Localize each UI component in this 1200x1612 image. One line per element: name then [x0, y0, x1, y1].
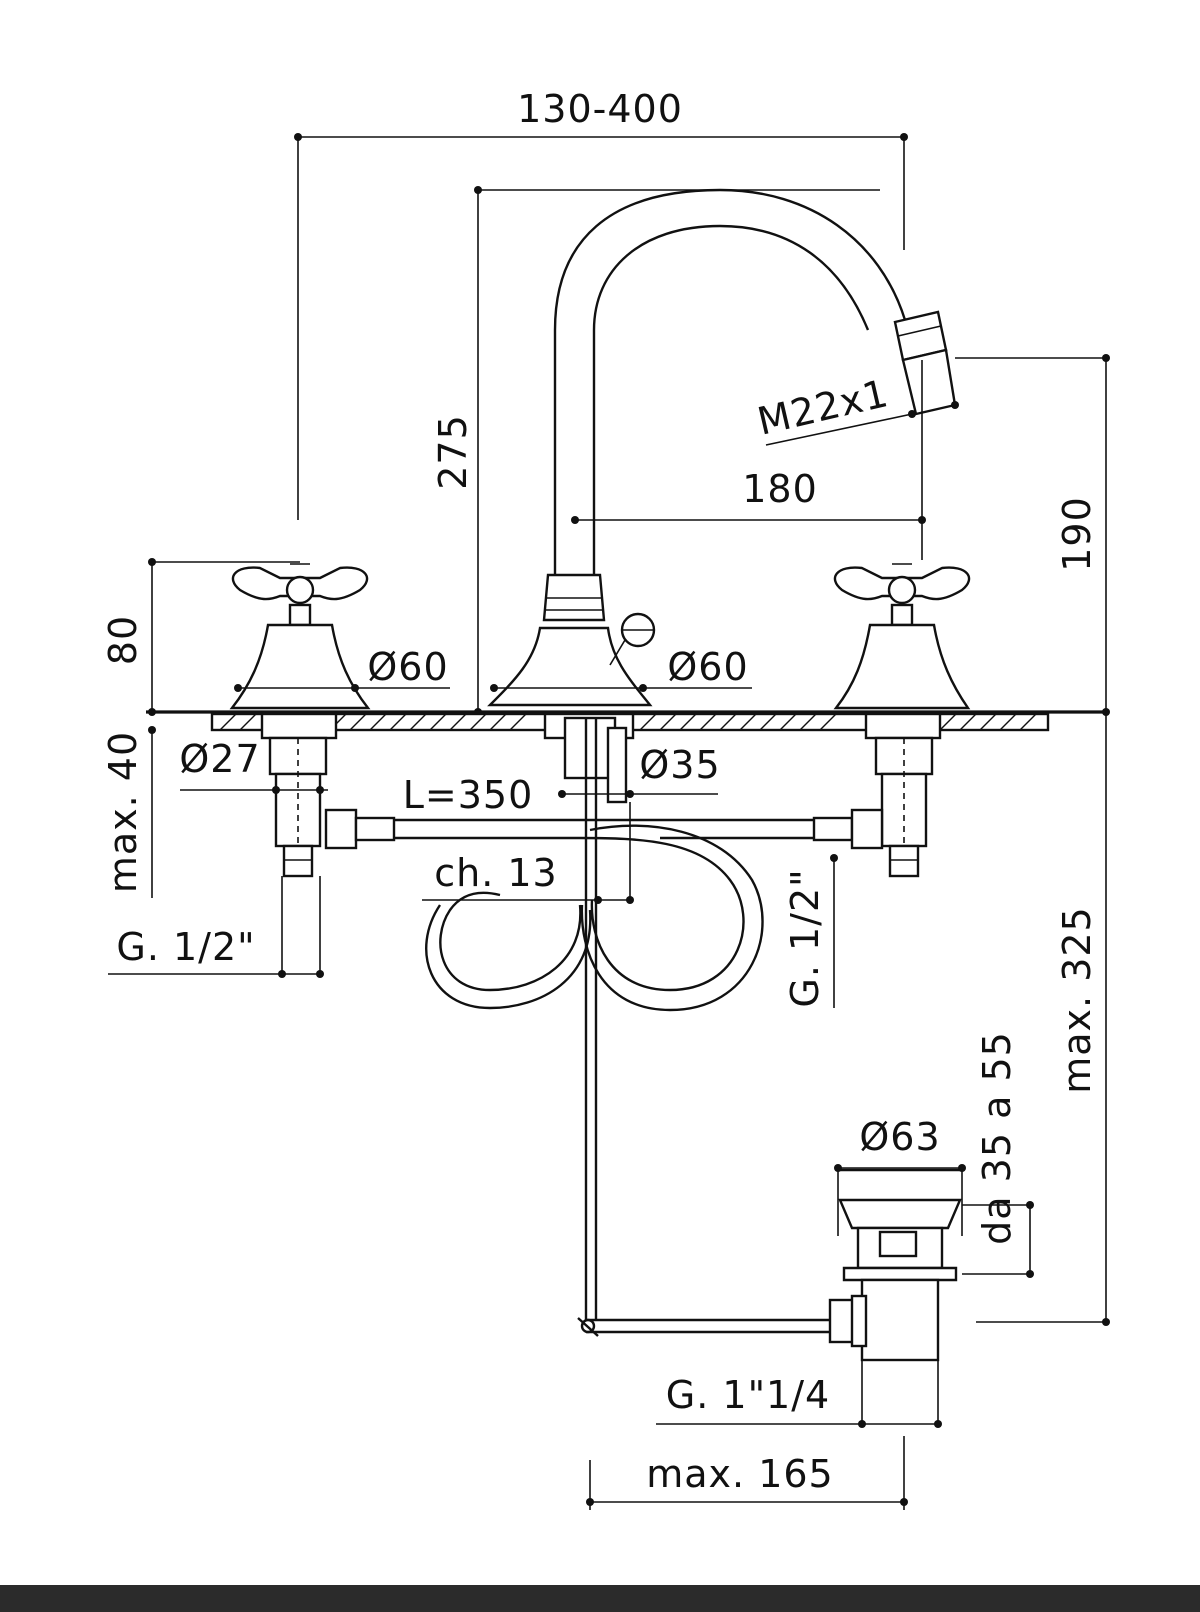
- deck-max-dimension: max. 40: [101, 726, 156, 898]
- waste-range-label: da 35 a 55: [975, 1031, 1019, 1245]
- outlet-height-dimension: 190: [955, 354, 1110, 716]
- width-range-label: 130-400: [517, 87, 683, 131]
- inlet-thread-right-label: G. 1/2": [783, 868, 827, 1007]
- diameter-60-callouts: Ø60 Ø60: [234, 645, 752, 692]
- left-valve-body: [268, 736, 328, 878]
- inlet-thread-left: G. 1/2": [108, 876, 324, 978]
- inlet-thread-right: G. 1/2": [783, 854, 838, 1008]
- shank-dia-label: Ø27: [179, 737, 260, 781]
- deck-max-label: max. 40: [101, 731, 145, 893]
- handle-height-label: 80: [101, 615, 145, 665]
- width-dimension: 130-400: [294, 87, 908, 520]
- waste-dia-callout: Ø63: [834, 1115, 966, 1236]
- footer-bar: [0, 1585, 1200, 1612]
- deck-plate: [146, 710, 1106, 740]
- waste-range-dimension: da 35 a 55: [962, 1031, 1034, 1278]
- handle-base-dia-label: Ø60: [367, 645, 448, 689]
- reach-dimension: 180: [571, 360, 926, 560]
- spout-base-dia-label: Ø60: [667, 645, 748, 689]
- hose-length-callout: L=350: [403, 773, 563, 817]
- below-deck-max-label: max. 325: [1055, 906, 1099, 1093]
- spout-shank-dia-callout: Ø35: [558, 743, 720, 798]
- waste-max-label: max. 165: [646, 1452, 833, 1496]
- outlet-height-label: 190: [1055, 496, 1099, 572]
- waste-dia-label: Ø63: [859, 1115, 940, 1159]
- inlet-thread-left-label: G. 1/2": [116, 925, 255, 969]
- shank-dia-callout: Ø27: [179, 737, 328, 794]
- hose-length-label: L=350: [403, 773, 534, 817]
- flexible-hoses: [324, 808, 884, 1012]
- waste-thread-label: G. 1"1/4: [666, 1373, 830, 1417]
- spout-shank-dia-label: Ø35: [639, 743, 720, 787]
- right-handle: [833, 563, 971, 710]
- spout-height-dimension: 275: [431, 186, 880, 716]
- waste-thread-callout: G. 1"1/4: [656, 1360, 942, 1428]
- waste-max-dimension: max. 165: [586, 1436, 908, 1510]
- left-handle: [229, 563, 371, 710]
- spout-shank: [563, 716, 628, 1320]
- below-deck-dimension: max. 325: [976, 712, 1110, 1326]
- spout: [487, 188, 957, 707]
- wrench-size-callout: ch. 13: [422, 802, 634, 904]
- right-valve-body: [874, 736, 934, 878]
- spout-height-label: 275: [431, 414, 475, 490]
- handle-height-dimension: 80: [101, 558, 300, 716]
- reach-label: 180: [742, 467, 818, 511]
- waste-assembly: [577, 1168, 962, 1362]
- wrench-size-label: ch. 13: [434, 851, 558, 895]
